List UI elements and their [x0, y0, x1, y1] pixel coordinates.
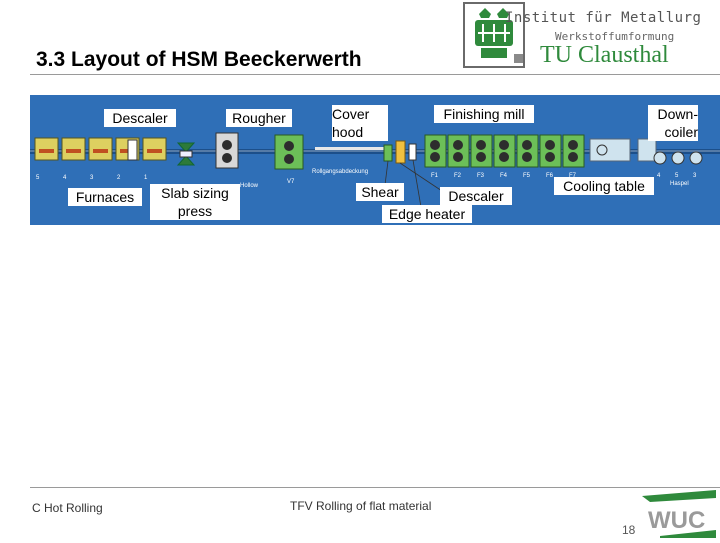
- downcoiler-label: Down- coiler: [648, 105, 698, 141]
- stand-code-f3: F3: [477, 173, 485, 179]
- stand-code-f4: F4: [500, 173, 508, 179]
- university-bullet: [514, 54, 523, 63]
- furnace-number-2: 2: [117, 175, 121, 181]
- stand-code-f7: F7: [569, 173, 577, 179]
- downcoiler-line1: Down-: [657, 106, 698, 122]
- coiler-number-4: 4: [657, 173, 661, 179]
- rougher-stand-code: V7: [287, 179, 295, 185]
- furnaces-label: Furnaces: [68, 188, 142, 206]
- page-title: 3.3 Layout of HSM Beeckerwerth: [36, 48, 362, 71]
- wuc-logo: WUC: [640, 490, 716, 538]
- slab-sizing-line1: Slab sizing: [161, 185, 229, 201]
- finishing-stands: [424, 134, 585, 168]
- furnace-number-4: 4: [63, 175, 67, 181]
- furnace-number-5: 5: [36, 175, 40, 181]
- edge-heater-label: Edge heater: [382, 205, 472, 223]
- cover-hood-line2: hood: [332, 124, 364, 140]
- stand-code-f6: F6: [546, 173, 554, 179]
- furnace-number-1: 1: [144, 175, 148, 181]
- furnace-number-3: 3: [90, 175, 94, 181]
- coiler-number-3: 3: [693, 173, 697, 179]
- stand-code-f1: F1: [431, 173, 439, 179]
- finishing-mill-label: Finishing mill: [434, 105, 534, 123]
- downcoiler-line2: coiler: [664, 124, 698, 140]
- university-name: TU Clausthal: [540, 42, 669, 68]
- wuc-logo-text: WUC: [648, 507, 705, 534]
- coiler-number-5: 5: [675, 173, 679, 179]
- rolltable-cover-label: Rollgangsabdeckung: [312, 169, 368, 175]
- footer-divider: [30, 487, 720, 488]
- furnace-row: [34, 137, 167, 161]
- cover-hood-label: Cover hood: [332, 105, 388, 141]
- cooling-table-label: Cooling table: [554, 177, 654, 195]
- rougher-label: Rougher: [226, 109, 292, 127]
- slab-sizing-line2: press: [177, 203, 213, 219]
- slab-sizing-press-label: Slab sizing press: [150, 184, 240, 220]
- university-logo: [463, 2, 525, 68]
- title-divider: [30, 74, 720, 75]
- descaler-label-1: Descaler: [104, 109, 176, 127]
- institute-name: Institut für Metallurg: [505, 10, 702, 26]
- hollow-label: Hollow: [240, 183, 259, 189]
- page-number: 18: [622, 523, 636, 537]
- stand-code-f5: F5: [523, 173, 531, 179]
- shear-label: Shear: [356, 183, 404, 201]
- footer-course: TFV Rolling of flat material: [290, 499, 432, 513]
- descaler-label-2: Descaler: [440, 187, 512, 205]
- stand-code-f2: F2: [454, 173, 462, 179]
- mill-layout-diagram: 5 4 3 2 1 V7 Hollow Rollgangsabdeckung: [30, 95, 720, 225]
- cover-hood-line1: Cover: [332, 106, 370, 122]
- footer-chapter: C Hot Rolling: [32, 501, 103, 515]
- haspel-label: Haspel: [670, 181, 689, 187]
- department-name: Werkstoffumformung: [555, 30, 675, 43]
